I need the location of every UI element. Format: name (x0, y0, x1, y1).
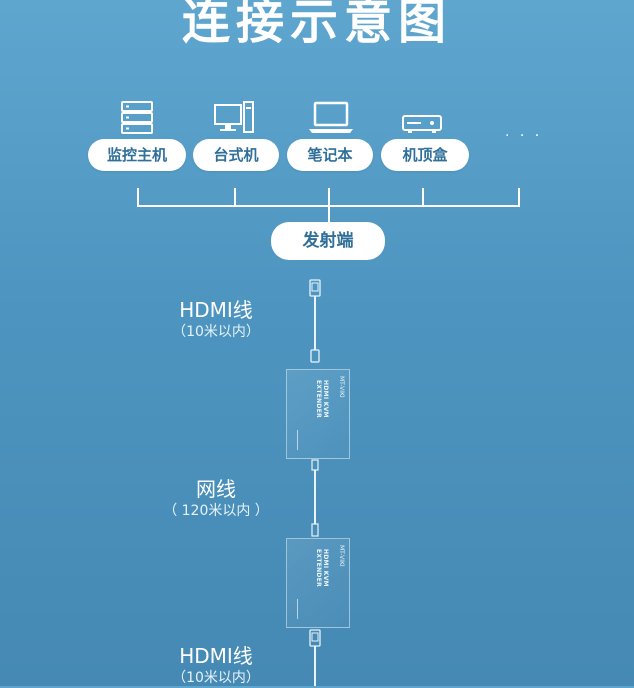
device-bracket-connector (137, 188, 520, 222)
extender-brand: MT-VIKI (338, 376, 345, 398)
cable-spec: （10米以内） (172, 324, 260, 340)
cable-name: 网线 (196, 477, 236, 501)
extender-model: HDMI KVM EXTENDER (315, 380, 329, 419)
cable-label-hdmi-bottom: HDMI线 （10米以内） (146, 644, 286, 688)
extender-receiver-unit: MT-VIKI HDMI KVM EXTENDER (286, 538, 350, 628)
transmitter-label: 发射端 (271, 222, 385, 260)
extender-indicator (297, 599, 298, 619)
cable-label-hdmi-top: HDMI线 （10米以内） (146, 298, 286, 342)
device-label-laptop: 笔记本 (287, 139, 373, 171)
settop-box-icon (402, 115, 442, 133)
page-title: 连接示意图 (181, 0, 452, 50)
extender-model: HDMI KVM EXTENDER (315, 549, 329, 588)
extender-brand: MT-VIKI (338, 545, 345, 567)
cable-name: HDMI线 (179, 644, 253, 668)
cable-spec: （10米以内） (172, 670, 260, 686)
cable-name: HDMI线 (179, 298, 253, 322)
cable-path (309, 279, 321, 686)
more-devices-ellipsis: · · · (505, 128, 543, 144)
desktop-icon (214, 101, 254, 133)
cable-label-network: 网线 （ 120米以内 ） (146, 477, 286, 521)
extender-transmitter-unit: MT-VIKI HDMI KVM EXTENDER (286, 369, 350, 459)
device-label-desktop: 台式机 (193, 139, 279, 171)
cable-spec: （ 120米以内 ） (163, 503, 269, 519)
laptop-icon (309, 101, 353, 133)
server-icon (121, 101, 153, 134)
extender-indicator (297, 430, 298, 450)
device-label-settop-box: 机顶盒 (381, 139, 469, 171)
device-label-server: 监控主机 (88, 139, 186, 171)
